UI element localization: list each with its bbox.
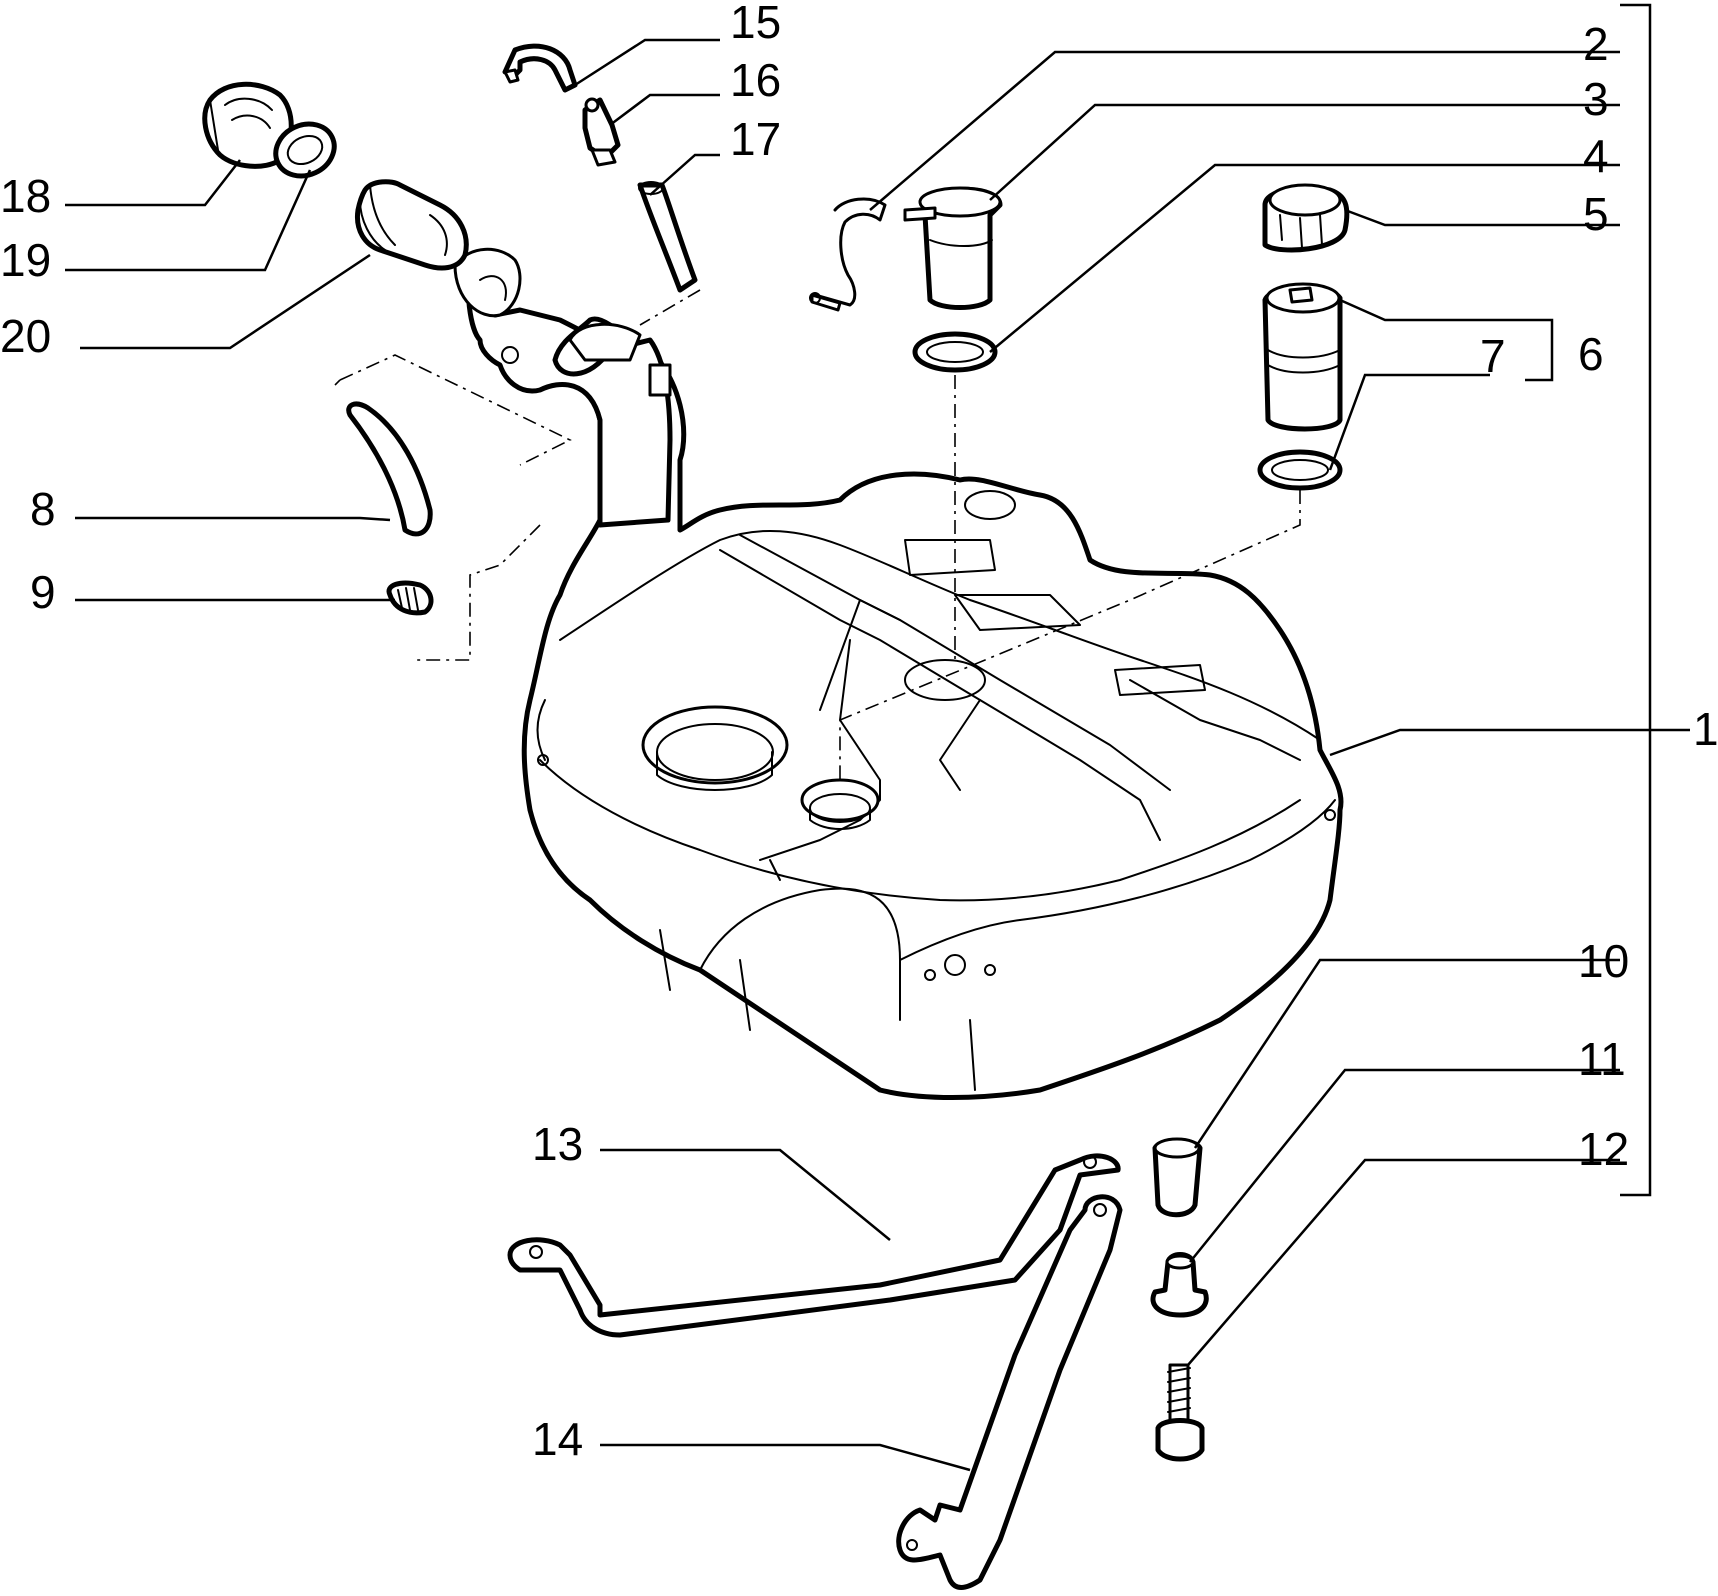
callout-4: 4 — [1583, 130, 1609, 182]
callout-11: 11 — [1578, 1033, 1626, 1085]
strap-14 — [896, 1194, 1123, 1590]
clamp-9 — [386, 580, 434, 616]
callout-labels: 1 2 3 4 5 6 7 8 9 10 11 12 13 14 15 16 1… — [0, 0, 1718, 1465]
callout-15: 15 — [730, 0, 781, 48]
callout-1: 1 — [1693, 703, 1718, 755]
callout-19: 19 — [0, 234, 51, 286]
callout-8: 8 — [30, 483, 56, 535]
sender-unit-7 — [1262, 282, 1343, 432]
rubber-10 — [1152, 1137, 1203, 1218]
sender-2 — [809, 197, 887, 312]
callout-12: 12 — [1578, 1123, 1629, 1175]
bushing-11 — [1150, 1252, 1209, 1318]
seal-7b — [1257, 449, 1343, 491]
valve-16 — [582, 97, 621, 167]
callout-20: 20 — [0, 310, 51, 362]
seal-4 — [912, 331, 998, 373]
assembly-axis-lines — [334, 289, 1301, 780]
callout-6: 6 — [1578, 328, 1604, 380]
pump-3 — [903, 186, 1003, 310]
callout-7: 7 — [1480, 330, 1506, 382]
seal-19 — [273, 121, 337, 179]
strap-13 — [507, 1153, 1121, 1338]
callout-18: 18 — [0, 170, 51, 222]
callout-9: 9 — [30, 566, 56, 618]
hose-8 — [346, 401, 433, 537]
callout-3: 3 — [1583, 73, 1609, 125]
cap-5 — [1262, 183, 1350, 253]
callout-2: 2 — [1583, 18, 1609, 70]
filler-neck — [354, 179, 673, 528]
leader-lines — [65, 38, 1690, 1472]
callout-13: 13 — [532, 1118, 583, 1170]
callout-17: 17 — [730, 113, 781, 165]
callout-14: 14 — [532, 1413, 583, 1465]
fuel-tank — [521, 327, 1344, 1100]
callout-16: 16 — [730, 54, 781, 106]
hose-17 — [637, 181, 698, 293]
callout-10: 10 — [1578, 935, 1629, 987]
callout-5: 5 — [1583, 188, 1609, 240]
hose-15 — [502, 43, 578, 93]
bolt-12 — [1155, 1363, 1205, 1462]
assembly-bracket — [1525, 3, 1652, 1197]
